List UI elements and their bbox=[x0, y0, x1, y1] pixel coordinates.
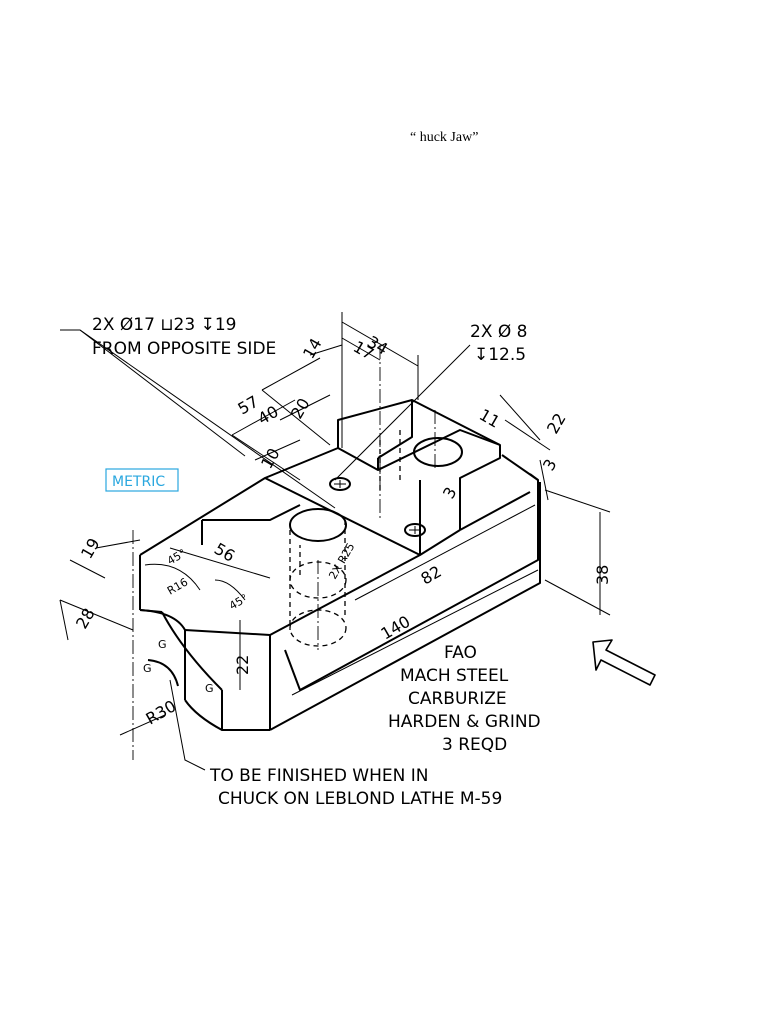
hole-callout-1-line1: 2X Ø17 ⊔23 ↧19 bbox=[92, 315, 236, 335]
ground-mark-3: G bbox=[205, 682, 214, 695]
dim-22-side: 22 bbox=[233, 655, 252, 675]
material-line-1: FAO bbox=[444, 643, 477, 663]
dim-3-rail: 3 bbox=[439, 484, 461, 502]
holes bbox=[289, 437, 463, 542]
material-line-4: HARDEN & GRIND bbox=[388, 712, 541, 732]
dim-14: 14 bbox=[299, 335, 326, 362]
center-lines bbox=[132, 345, 436, 760]
dim-11: 11 bbox=[476, 405, 503, 432]
part-outline bbox=[139, 399, 541, 731]
angle-45-a: 45° bbox=[165, 547, 188, 568]
finish-note-line1: TO BE FINISHED WHEN IN bbox=[209, 766, 429, 786]
hole-callout-2-line2: ↧12.5 bbox=[474, 345, 526, 365]
hole-callout-1-line2: FROM OPPOSITE SIDE bbox=[92, 339, 276, 359]
hole-callout-2-line1: 2X Ø 8 bbox=[470, 322, 527, 342]
dim-20: 20 bbox=[287, 395, 314, 422]
material-line-2: MACH STEEL bbox=[400, 666, 509, 686]
ground-mark-1: G bbox=[158, 638, 167, 651]
dim-22-top: 22 bbox=[543, 410, 570, 437]
dim-19: 19 bbox=[77, 535, 104, 562]
dim-28: 28 bbox=[72, 605, 99, 632]
radius-16: R16 bbox=[165, 576, 190, 598]
radius-25: 2X R25 bbox=[326, 541, 357, 582]
page-title: “ huck Jaw” bbox=[410, 130, 479, 145]
arrow-icon bbox=[592, 639, 656, 686]
angle-45-b: 45° bbox=[227, 592, 250, 613]
hidden-lines bbox=[289, 430, 401, 647]
material-line-5: 3 REQD bbox=[442, 735, 507, 755]
finish-note-line2: CHUCK ON LEBLOND LATHE M-59 bbox=[218, 789, 502, 809]
metric-label: METRIC bbox=[112, 474, 165, 490]
dimension-lines bbox=[59, 312, 611, 771]
dim-38: 38 bbox=[593, 565, 612, 585]
ground-mark-2: G bbox=[143, 662, 152, 675]
metric-stamp: METRIC bbox=[105, 468, 179, 492]
material-line-3: CARBURIZE bbox=[408, 689, 507, 709]
dim-82: 82 bbox=[418, 562, 445, 589]
notes: 2X Ø17 ⊔23 ↧19 FROM OPPOSITE SIDE 2X Ø 8… bbox=[92, 315, 541, 809]
